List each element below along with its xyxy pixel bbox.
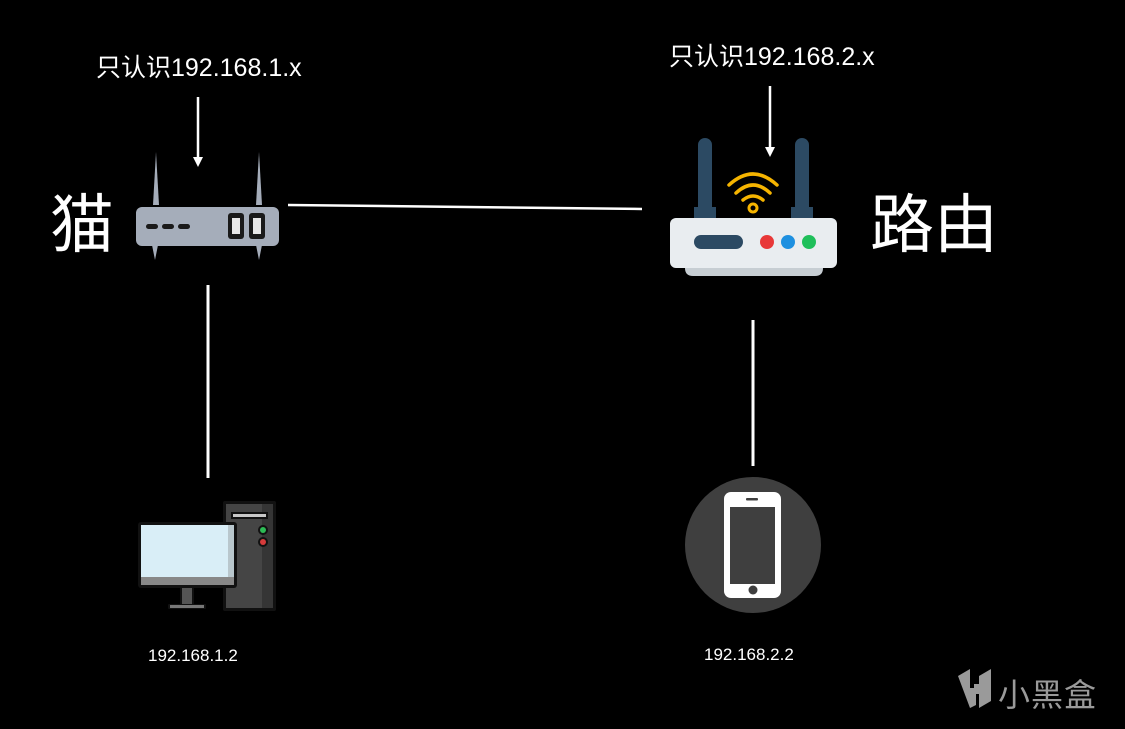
modem-note: 只认识192.168.1.x: [96, 54, 302, 82]
router-note: 只认识192.168.2.x: [669, 43, 875, 71]
phone-ip-label: 192.168.2.2: [704, 645, 794, 664]
router-label: 路由: [870, 189, 998, 263]
pc-ip-label: 192.168.1.2: [148, 646, 238, 665]
watermark-text: 小黑盒: [998, 676, 1098, 714]
router-note-arrowhead: [765, 147, 775, 157]
modem-label: 猫: [50, 189, 114, 263]
wifi-signal-icon: [727, 172, 779, 202]
modem-router-link: [287, 203, 643, 211]
modem-note-arrowhead: [193, 157, 203, 167]
